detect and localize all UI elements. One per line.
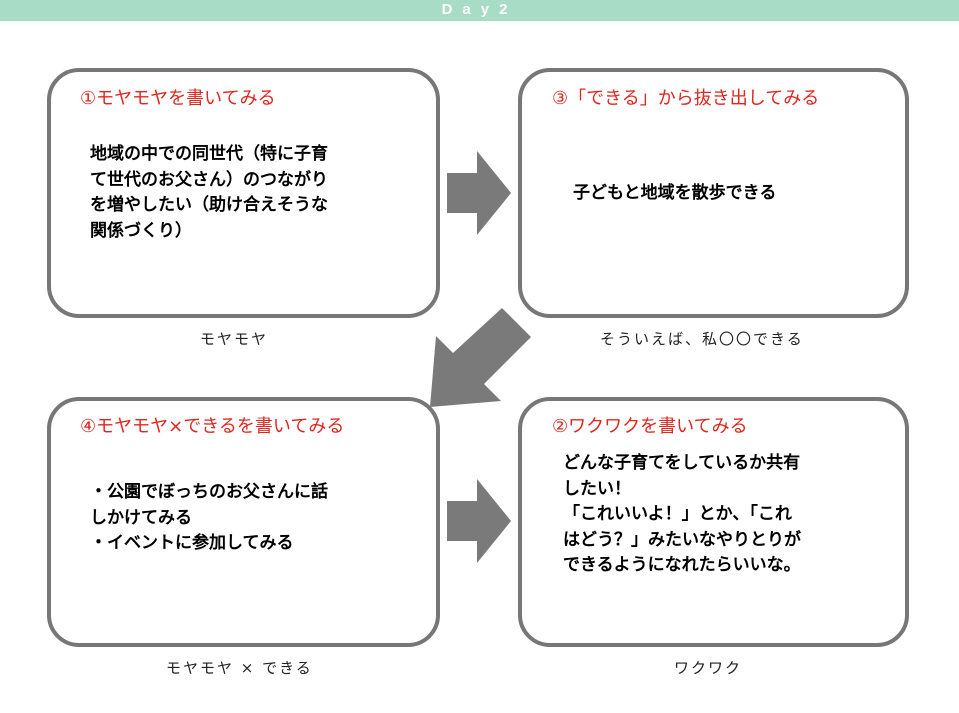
panel-moyamoya-dekiru-title: ④モヤモヤ×できるを書いてみる bbox=[80, 416, 345, 437]
panel-wakuwaku-body: どんな子育てをしているか共有 したい！ 「これいいよ！」とか、「これ はどう？」… bbox=[563, 453, 801, 575]
panel-wakuwaku-title: ②ワクワクを書いてみる bbox=[552, 416, 748, 437]
arrow-right-icon bbox=[447, 479, 511, 563]
panel-dekiru-body: 子どもと地域を散歩できる bbox=[573, 183, 777, 203]
panel-moyamoya bbox=[47, 68, 440, 318]
panel-dekiru-title: ③「できる」から抜き出してみる bbox=[552, 88, 820, 109]
panel-dekiru bbox=[518, 68, 909, 318]
caption-wakuwaku: ワクワク bbox=[674, 659, 743, 677]
panel-moyamoya-dekiru bbox=[47, 397, 440, 647]
header-bar: Day2 bbox=[0, 0, 959, 21]
panel-moyamoya-dekiru-body: ・公園でぼっちのお父さんに話 しかけてみる ・イベントに参加してみる bbox=[90, 482, 328, 553]
panel-wakuwaku bbox=[518, 397, 909, 647]
header-title: Day2 bbox=[441, 1, 518, 18]
arrow-down-left-icon bbox=[430, 308, 531, 407]
caption-dekiru: そういえば、私〇〇できる bbox=[600, 330, 804, 348]
caption-moyamoya-dekiru: モヤモヤ × できる bbox=[166, 659, 313, 677]
caption-moyamoya: モヤモヤ bbox=[200, 330, 269, 348]
arrow-right-icon bbox=[447, 151, 511, 235]
panel-moyamoya-title: ①モヤモヤを書いてみる bbox=[80, 88, 276, 109]
panel-moyamoya-body: 地域の中での同世代（特に子育 て世代のお父さん）のつながり を増やしたい（助け合… bbox=[90, 144, 328, 241]
